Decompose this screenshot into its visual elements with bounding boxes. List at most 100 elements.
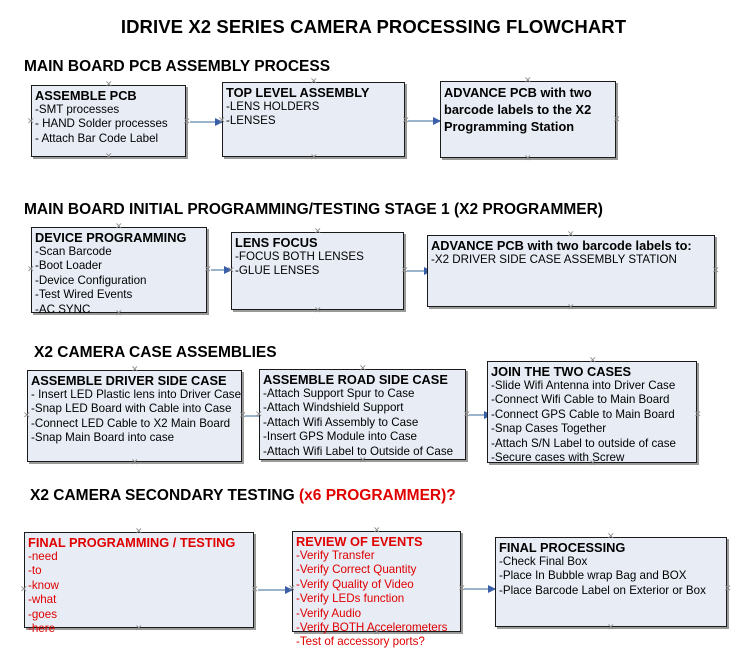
connection-point-marker: ✕ bbox=[524, 75, 532, 85]
box-title: ADVANCE PCB with two barcode labels to t… bbox=[444, 85, 592, 134]
box-advance-pcb-programming-station[interactable]: ADVANCE PCB with two barcode labels to t… bbox=[440, 81, 616, 158]
box-line: - HAND Solder processes bbox=[35, 117, 168, 131]
box-assemble-driver-side-case[interactable]: ASSEMBLE DRIVER SIDE CASE - Insert LED P… bbox=[27, 370, 242, 462]
connection-point-marker: ✕ bbox=[288, 583, 296, 593]
box-final-programming-testing[interactable]: FINAL PROGRAMMING / TESTING -need -to -k… bbox=[24, 532, 254, 635]
arrowhead-icon bbox=[488, 585, 496, 593]
box-line: -Snap LED Board with Cable into Case bbox=[31, 402, 232, 416]
box-title: TOP LEVEL ASSEMBLY bbox=[226, 85, 370, 100]
arrowhead-icon bbox=[224, 266, 232, 274]
connection-point-marker: ✕ bbox=[105, 151, 113, 161]
box-line: -Slide Wifi Antenna into Driver Case bbox=[491, 379, 676, 392]
box-line: -Connect Wifi Cable to Main Board bbox=[491, 393, 670, 407]
box-top-level-assembly[interactable]: TOP LEVEL ASSEMBLY -LENS HOLDERS -LENSES bbox=[222, 82, 405, 157]
box-line: -Secure cases with Screw bbox=[491, 451, 625, 465]
box-line: -Attach Wifi Label to Outside of Case bbox=[263, 444, 454, 458]
connection-point-marker: ✕ bbox=[613, 114, 621, 124]
box-line: -Place Barcode Label on Exterior or Box bbox=[499, 583, 706, 597]
box-line: -Check Final Box bbox=[499, 555, 588, 568]
section-heading-4: X2 CAMERA SECONDARY TESTING (x6 PROGRAMM… bbox=[30, 487, 456, 505]
connector-arrow bbox=[190, 118, 223, 126]
box-line: -Verify LEDs function bbox=[296, 592, 405, 606]
box-lens-focus[interactable]: LENS FOCUS -FOCUS BOTH LENSES -GLUE LENS… bbox=[231, 232, 404, 310]
box-line: -Place In Bubble wrap Bag and BOX bbox=[499, 569, 687, 583]
connection-point-marker: ✕ bbox=[204, 264, 212, 274]
connection-point-marker: ✕ bbox=[20, 584, 28, 594]
box-line: -Verify Transfer bbox=[296, 549, 375, 562]
connection-point-marker: ✕ bbox=[255, 409, 263, 419]
box-line: -Verify BOTH Accelerometers bbox=[296, 621, 448, 635]
box-line: -LENSES bbox=[226, 114, 276, 128]
box-advance-pcb-driver-side-station[interactable]: ADVANCE PCB with two barcode labels to: … bbox=[427, 235, 715, 307]
box-line: -AC SYNC bbox=[35, 302, 91, 316]
connection-point-marker: ✕ bbox=[402, 115, 410, 125]
section-heading-1: MAIN BOARD PCB ASSEMBLY PROCESS bbox=[24, 58, 330, 76]
connection-point-marker: ✕ bbox=[724, 583, 732, 593]
connection-point-marker: ✕ bbox=[310, 76, 318, 86]
connection-point-marker: ✕ bbox=[589, 355, 597, 365]
box-title: LENS FOCUS bbox=[235, 235, 318, 250]
box-line: -Snap Cases Together bbox=[491, 422, 607, 436]
connection-point-marker: ✕ bbox=[359, 455, 367, 465]
box-title: REVIEW OF EVENTS bbox=[296, 534, 423, 549]
connection-point-marker: ✕ bbox=[567, 302, 575, 312]
box-title: FINAL PROCESSING bbox=[499, 540, 626, 555]
box-line: -Verify Audio bbox=[296, 606, 362, 620]
box-assemble-road-side-case[interactable]: ASSEMBLE ROAD SIDE CASE -Attach Support … bbox=[259, 369, 466, 460]
box-line: -Insert GPS Module into Case bbox=[263, 430, 418, 444]
connection-point-marker: ✕ bbox=[131, 364, 139, 374]
connection-point-marker: ✕ bbox=[524, 153, 532, 163]
connection-point-marker: ✕ bbox=[218, 115, 226, 125]
connection-point-marker: ✕ bbox=[567, 229, 575, 239]
section-heading-4-text: X2 CAMERA SECONDARY TESTING bbox=[30, 487, 299, 504]
section-heading-4-accent: (x6 PROGRAMMER)? bbox=[299, 487, 456, 504]
box-join-the-two-cases[interactable]: JOIN THE TWO CASES -Slide Wifi Antenna i… bbox=[487, 361, 697, 465]
box-line: - Attach Bar Code Label bbox=[35, 131, 159, 145]
box-line: -Verify Quality of Video bbox=[296, 577, 414, 591]
box-line: -Attach S/N Label to outside of case bbox=[491, 436, 676, 450]
box-assemble-pcb[interactable]: ASSEMBLE PCB -SMT processes - HAND Solde… bbox=[31, 85, 186, 157]
connection-point-marker: ✕ bbox=[458, 583, 466, 593]
box-title: ADVANCE PCB with two barcode labels to: bbox=[431, 238, 692, 253]
box-final-processing[interactable]: FINAL PROCESSING -Check Final Box -Place… bbox=[495, 537, 727, 627]
box-line: -Test Wired Events bbox=[35, 288, 133, 302]
connection-point-marker: ✕ bbox=[115, 221, 123, 231]
connection-point-marker: ✕ bbox=[373, 627, 381, 637]
connection-point-marker: ✕ bbox=[310, 152, 318, 162]
connection-point-marker: ✕ bbox=[23, 410, 31, 420]
connector-arrow bbox=[408, 117, 441, 125]
box-line: -know bbox=[28, 578, 59, 592]
connection-point-marker: ✕ bbox=[314, 226, 322, 236]
connection-point-marker: ✕ bbox=[712, 265, 720, 275]
box-review-of-events[interactable]: REVIEW OF EVENTS -Verify Transfer -Verif… bbox=[292, 531, 461, 648]
box-line: -Attach Windshield Support bbox=[263, 401, 404, 415]
box-title: ASSEMBLE DRIVER SIDE CASE bbox=[31, 373, 227, 388]
box-line: -Verify Correct Quantity bbox=[296, 563, 417, 577]
box-line: -X2 DRIVER SIDE CASE ASSEMBLY STATION bbox=[431, 253, 677, 266]
connection-point-marker: ✕ bbox=[251, 584, 259, 594]
box-line-overflow: -Test of accessory ports? bbox=[296, 635, 425, 649]
section-heading-3: X2 CAMERA CASE ASSEMBLIES bbox=[34, 344, 277, 362]
box-line: -Connect LED Cable to X2 Main Board bbox=[31, 416, 231, 430]
connector-arrow bbox=[258, 586, 293, 594]
connection-point-marker: ✕ bbox=[105, 79, 113, 89]
box-line: -SMT processes bbox=[35, 103, 120, 116]
connection-point-marker: ✕ bbox=[27, 264, 35, 274]
box-line: -Connect GPS Cable to Main Board bbox=[491, 407, 675, 421]
box-line: -GLUE LENSES bbox=[235, 264, 320, 278]
section-heading-1-text: MAIN BOARD PCB ASSEMBLY PROCESS bbox=[24, 58, 331, 75]
connection-point-marker: ✕ bbox=[135, 623, 143, 633]
box-line: -what bbox=[28, 593, 57, 607]
arrowhead-icon bbox=[433, 117, 441, 125]
connection-point-marker: ✕ bbox=[463, 409, 471, 419]
connector-arrow bbox=[211, 266, 232, 274]
box-line: -Device Configuration bbox=[35, 273, 147, 287]
box-line: -Boot Loader bbox=[35, 259, 103, 273]
box-line: -Attach Wifi Assembly to Case bbox=[263, 415, 419, 429]
box-line: -here bbox=[28, 622, 56, 636]
box-device-programming[interactable]: DEVICE PROGRAMMING -Scan Barcode -Boot L… bbox=[31, 227, 207, 316]
connection-point-marker: ✕ bbox=[373, 525, 381, 535]
connection-point-marker: ✕ bbox=[314, 305, 322, 315]
box-line: -LENS HOLDERS bbox=[226, 100, 320, 113]
